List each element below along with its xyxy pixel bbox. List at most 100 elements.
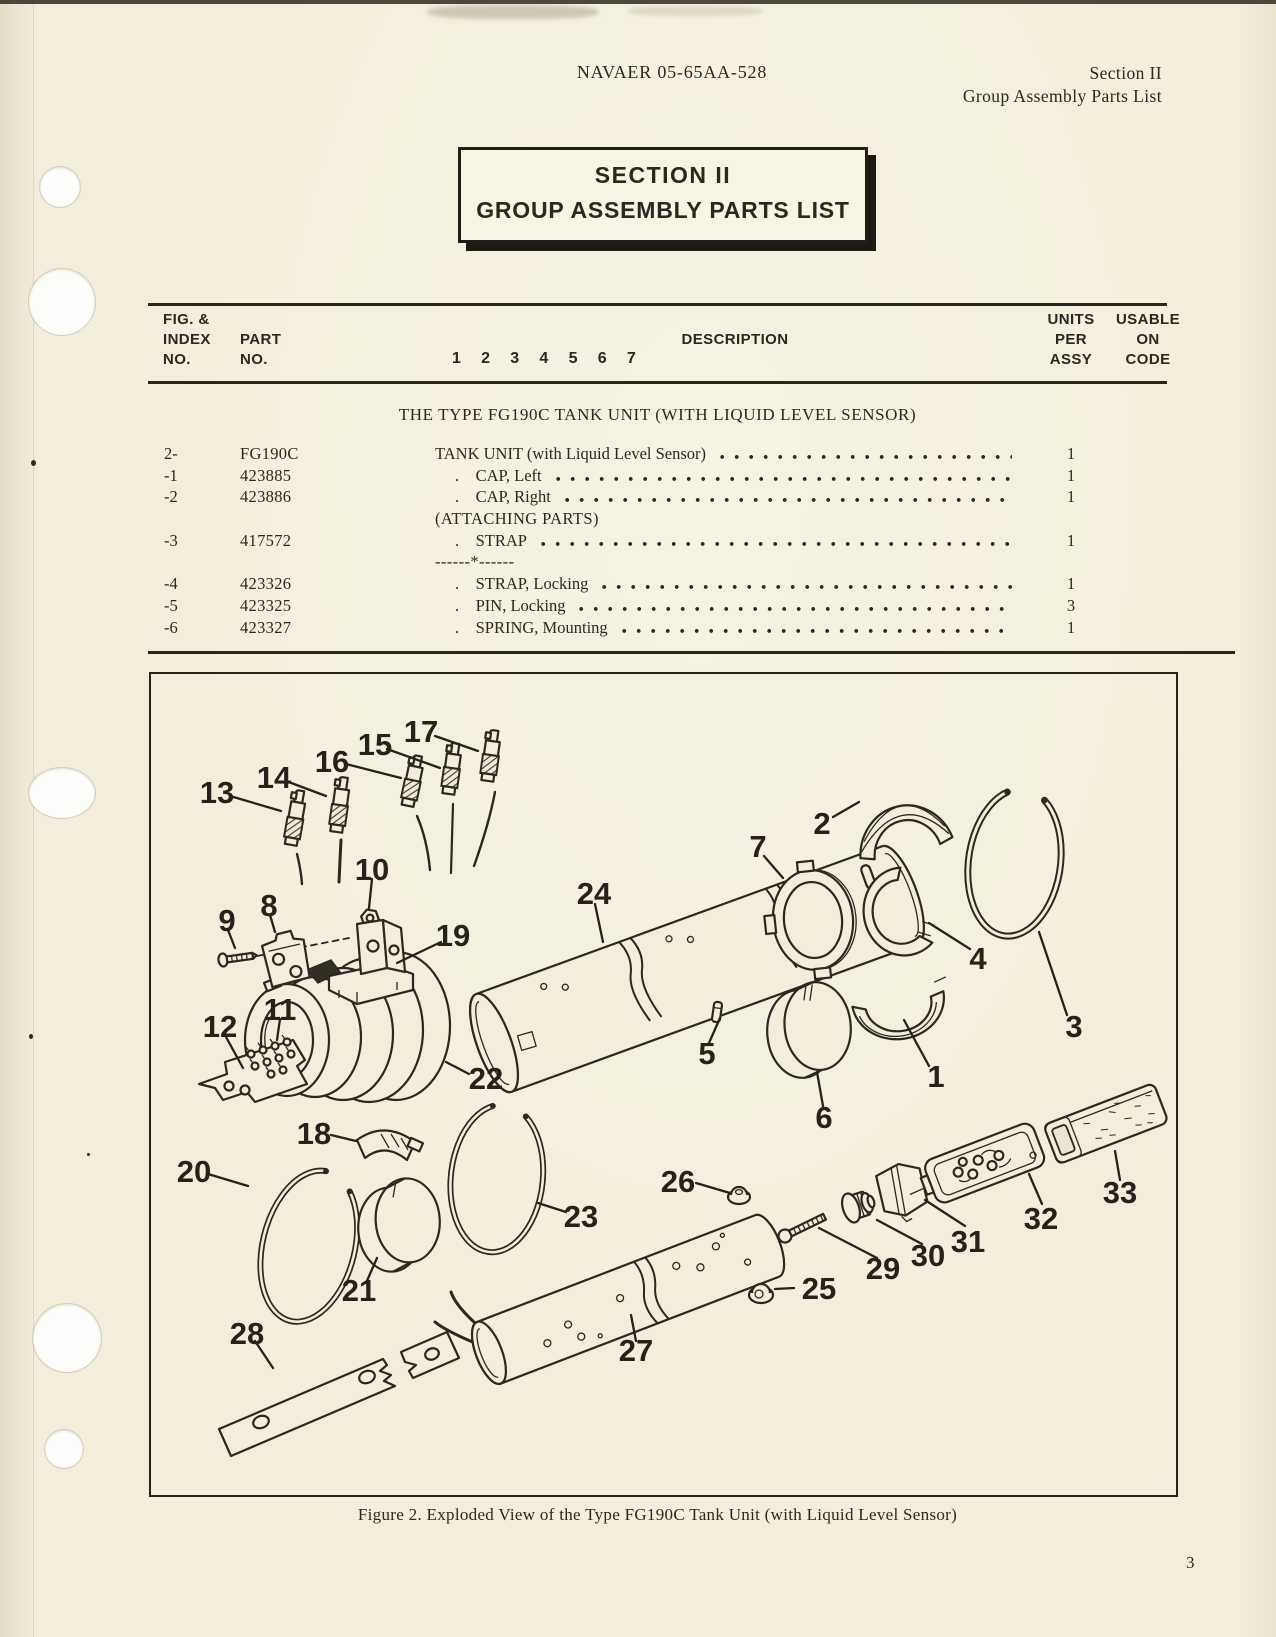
part-19-bracket: [327, 918, 415, 1006]
punch-hole: [45, 1430, 83, 1468]
leader-line-2: [831, 800, 861, 819]
callout-14: 14: [257, 760, 292, 795]
scan-speck: [87, 1153, 90, 1156]
part-14-probe: [328, 776, 351, 834]
callout-13: 13: [200, 775, 234, 810]
part-16-probe: [399, 754, 424, 809]
section-title-box: SECTION II GROUP ASSEMBLY PARTS LIST: [458, 147, 868, 243]
callout-30: 30: [911, 1238, 945, 1273]
part-18-cap: [355, 1129, 425, 1162]
part-32-connector-plate: [919, 1122, 1046, 1204]
part-27-tube: [470, 1213, 786, 1386]
part-7-clamp-ring: [763, 859, 857, 981]
table-rule-header-bottom: [148, 381, 1167, 384]
leader-line-24: [593, 902, 605, 944]
callout-3: 3: [1065, 1009, 1082, 1044]
leader-line-9: [226, 928, 237, 950]
page-number: 3: [1186, 1553, 1195, 1572]
callout-26: 26: [661, 1164, 695, 1199]
punch-hole: [29, 768, 95, 818]
callout-17: 17: [404, 714, 438, 749]
section-header: Section II Group Assembly Parts List: [963, 62, 1162, 108]
callout-8: 8: [260, 888, 277, 923]
part-17-probe: [479, 729, 501, 783]
doc-number: NAVAER 05-65AA-528: [576, 62, 768, 82]
leader-line-3: [1037, 930, 1069, 1017]
callout-25: 25: [802, 1271, 836, 1306]
leader-line-27: [629, 1313, 638, 1343]
callout-29: 29: [866, 1251, 900, 1286]
scan-smudge: [628, 6, 763, 16]
callout-15: 15: [358, 727, 392, 762]
part-23-snap-ring: [447, 1102, 547, 1256]
figure-caption: Figure 2. Exploded View of the Type FG19…: [357, 1505, 958, 1524]
table-rule-top: [148, 303, 1167, 306]
punch-hole: [40, 167, 80, 207]
leader-line-31: [923, 1198, 967, 1228]
exploded-view-figure: 1234567891011121314151617181920212223242…: [177, 714, 1168, 1458]
part-29-screw: [777, 1212, 828, 1244]
punch-hole: [33, 1304, 101, 1372]
part-24-tube: [469, 844, 925, 1094]
part-9-screw: [217, 951, 258, 968]
part-30-plug: [840, 1190, 876, 1224]
callout-22: 22: [469, 1061, 503, 1096]
leader-line-29: [817, 1226, 879, 1260]
part-25-grommet: [747, 1282, 775, 1305]
part-26-grommet: [726, 1185, 752, 1206]
part-21-band: [357, 1177, 441, 1273]
leader-line-28: [253, 1339, 275, 1370]
part-8-bracket: [260, 929, 311, 989]
leader-line-17: [433, 734, 480, 753]
callout-10: 10: [355, 852, 389, 887]
leader-line-8: [268, 913, 277, 934]
leader-line-26: [694, 1181, 732, 1195]
leader-line-15: [385, 747, 442, 770]
part-3-snap-ring: [964, 788, 1065, 940]
callout-20: 20: [177, 1154, 211, 1189]
callout-24: 24: [577, 876, 612, 911]
leader-line-19: [395, 940, 443, 965]
scan-speck: [29, 1034, 33, 1039]
part-11-terminals: [245, 1034, 296, 1079]
section-title-line1: SECTION II: [594, 162, 732, 188]
callout-2: 2: [813, 806, 830, 841]
scan-smudge: [428, 5, 598, 19]
section-title-line2: GROUP ASSEMBLY PARTS LIST: [476, 197, 850, 223]
leader-line-7: [762, 854, 785, 880]
part-5-pin: [710, 1000, 724, 1024]
callout-5: 5: [698, 1036, 715, 1071]
part-2-cap-left: [859, 804, 954, 861]
callout-19: 19: [436, 918, 470, 953]
leader-line-16: [344, 762, 403, 780]
callout-32: 32: [1024, 1201, 1058, 1236]
callout-leaders: [206, 734, 1122, 1370]
leader-line-33: [1113, 1149, 1122, 1182]
leader-line-22: [444, 1060, 471, 1076]
section-subtitle: Group Assembly Parts List: [962, 86, 1162, 106]
scan-speck: [31, 460, 36, 466]
callout-6: 6: [815, 1100, 832, 1135]
section-label: Section II: [1089, 63, 1162, 83]
part-15-probe: [440, 742, 462, 796]
leader-line-23: [536, 1201, 568, 1214]
leader-line-4: [927, 921, 972, 951]
leader-line-21: [364, 1256, 379, 1285]
callout-33: 33: [1103, 1175, 1137, 1210]
probe-group: [282, 729, 501, 886]
col-header-indent-levels: 1 2 3 4 5 6 7: [452, 350, 637, 367]
table-note-row: (ATTACHING PARTS): [435, 509, 599, 529]
callout-27: 27: [619, 1333, 653, 1368]
